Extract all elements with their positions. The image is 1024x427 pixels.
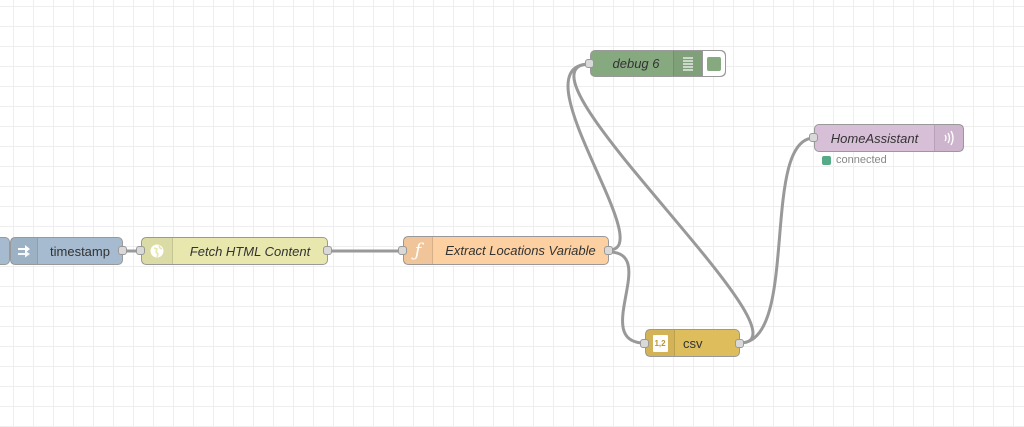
csv-output-port[interactable] <box>735 339 744 348</box>
extract-input-port[interactable] <box>398 246 407 255</box>
debug-input-port[interactable] <box>585 59 594 68</box>
homeassistant-label: HomeAssistant <box>830 130 919 146</box>
debug-list-icon <box>673 51 702 76</box>
wire-csv-to-debug[interactable] <box>572 62 755 345</box>
globe-icon <box>142 238 173 264</box>
debug-toggle-button[interactable] <box>702 51 725 76</box>
function-icon: ƒ <box>404 237 433 264</box>
fetch-html-node[interactable]: Fetch HTML Content <box>141 237 328 265</box>
extract-locations-node[interactable]: ƒ Extract Locations Variable <box>403 236 609 265</box>
offscreen-node-stub[interactable] <box>0 237 10 265</box>
status-dot-icon <box>822 155 831 165</box>
timestamp-inject-node[interactable]: timestamp <box>10 237 123 265</box>
csv-input-port[interactable] <box>640 339 649 348</box>
extract-locations-label: Extract Locations Variable <box>445 243 596 258</box>
csv-icon-text: 1,2 <box>654 338 666 348</box>
debug-label: debug 6 <box>612 56 660 71</box>
csv-node[interactable]: 1,2 csv <box>645 329 740 357</box>
fetch-output-port[interactable] <box>323 246 332 255</box>
extract-output-port[interactable] <box>604 246 613 255</box>
wire-csv-to-homeassistant[interactable] <box>739 136 815 345</box>
csv-icon: 1,2 <box>646 330 675 356</box>
csv-label: csv <box>683 335 703 351</box>
wire-extract-to-csv[interactable] <box>608 250 646 345</box>
debug-node[interactable]: debug 6 <box>590 50 726 77</box>
timestamp-label: timestamp <box>50 243 110 259</box>
broadcast-icon <box>934 125 963 151</box>
timestamp-output-port[interactable] <box>118 246 127 255</box>
inject-arrow-icon <box>11 238 38 264</box>
fetch-html-label: Fetch HTML Content <box>189 243 311 259</box>
fetch-input-port[interactable] <box>136 246 145 255</box>
homeassistant-node[interactable]: HomeAssistant <box>814 124 964 152</box>
homeassistant-input-port[interactable] <box>809 133 818 142</box>
homeassistant-status-text: connected <box>836 154 887 166</box>
wire-extract-to-debug[interactable] <box>566 62 622 252</box>
homeassistant-status: connected <box>822 154 887 166</box>
